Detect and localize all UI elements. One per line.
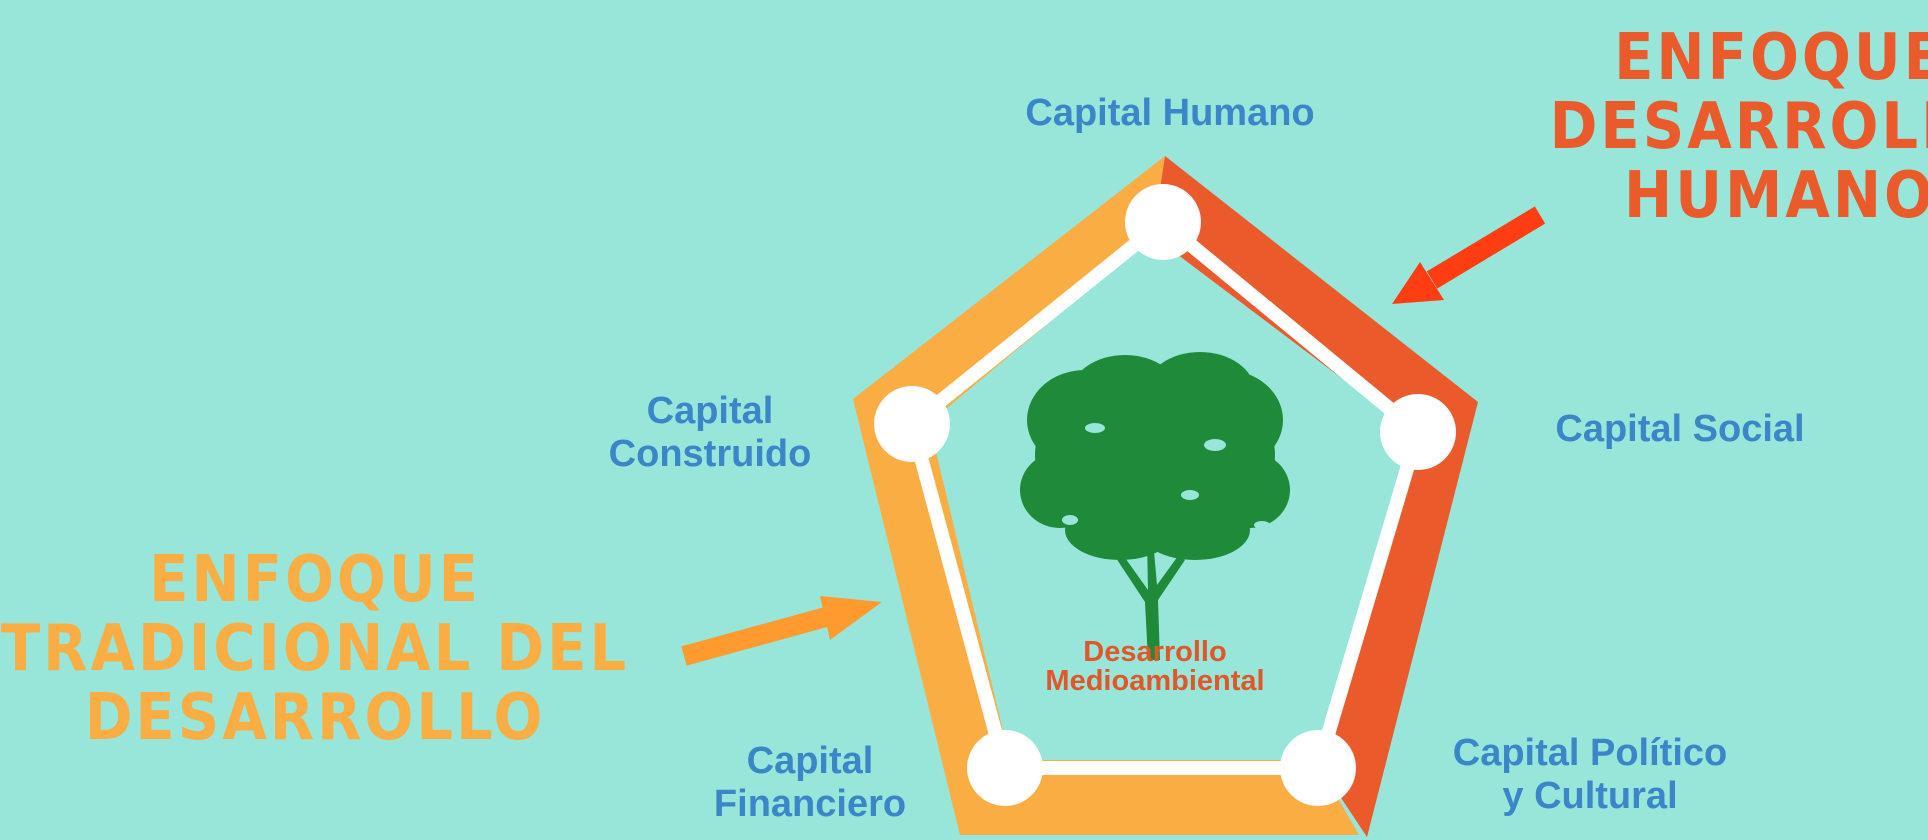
arrow-human-approach <box>1392 206 1546 304</box>
tree-icon <box>1020 352 1290 660</box>
node-capital-politico <box>1280 730 1356 806</box>
label-capital-politico-line1: Capital Político <box>1452 732 1728 774</box>
label-capital-social-text: Capital Social <box>1555 408 1805 450</box>
label-capital-construido: Capital Construido <box>560 390 860 475</box>
label-desarrollo-medioambiental: Desarrollo Medioambiental <box>1025 638 1285 696</box>
heading-human-line3: HUMANO <box>1624 159 1928 234</box>
edge-top-right <box>1156 215 1425 439</box>
label-capital-humano-text: Capital Humano <box>1025 92 1315 134</box>
edge-bottom-left <box>905 417 1012 775</box>
heading-human-line2: DESARROLLO <box>1549 90 1928 165</box>
label-capital-construido-line1: Capital <box>646 390 774 432</box>
edge-right-bottom <box>1311 425 1425 775</box>
label-desarrollo-line1: Desarrollo <box>1083 636 1227 668</box>
label-capital-financiero-line2: Financiero <box>713 782 907 825</box>
label-capital-construido-line2: Construido <box>608 432 812 475</box>
label-desarrollo-line2: Medioambiental <box>1045 665 1265 697</box>
heading-traditional-line3: DESARROLLO <box>84 681 546 756</box>
edge-left-top <box>905 215 1170 431</box>
label-capital-politico-line2: y Cultural <box>1502 774 1678 817</box>
heading-enfoque-tradicional: ENFOQUE TRADICIONAL DEL DESARROLLO <box>0 543 630 756</box>
pentagon-band-human <box>1153 156 1478 837</box>
label-capital-humano: Capital Humano <box>960 92 1380 135</box>
label-capital-financiero-line1: Capital <box>746 740 874 782</box>
heading-traditional-line1: ENFOQUE <box>149 543 481 617</box>
label-capital-social: Capital Social <box>1490 408 1870 451</box>
arrow-traditional-approach <box>681 596 882 666</box>
label-capital-financiero: Capital Financiero <box>660 740 960 825</box>
node-capital-social <box>1380 394 1456 470</box>
heading-human-line1: ENFOQUE <box>1614 21 1928 95</box>
node-capital-construido <box>874 386 950 462</box>
label-capital-politico: Capital Político y Cultural <box>1380 732 1800 817</box>
node-capital-financiero <box>967 730 1043 806</box>
node-capital-humano <box>1125 184 1201 260</box>
heading-traditional-line2: TRADICIONAL DEL <box>0 612 630 687</box>
pentagon-edges <box>905 215 1425 775</box>
heading-enfoque-desarrollo-humano: ENFOQUE DESARROLLO HUMANO <box>1520 21 1928 234</box>
